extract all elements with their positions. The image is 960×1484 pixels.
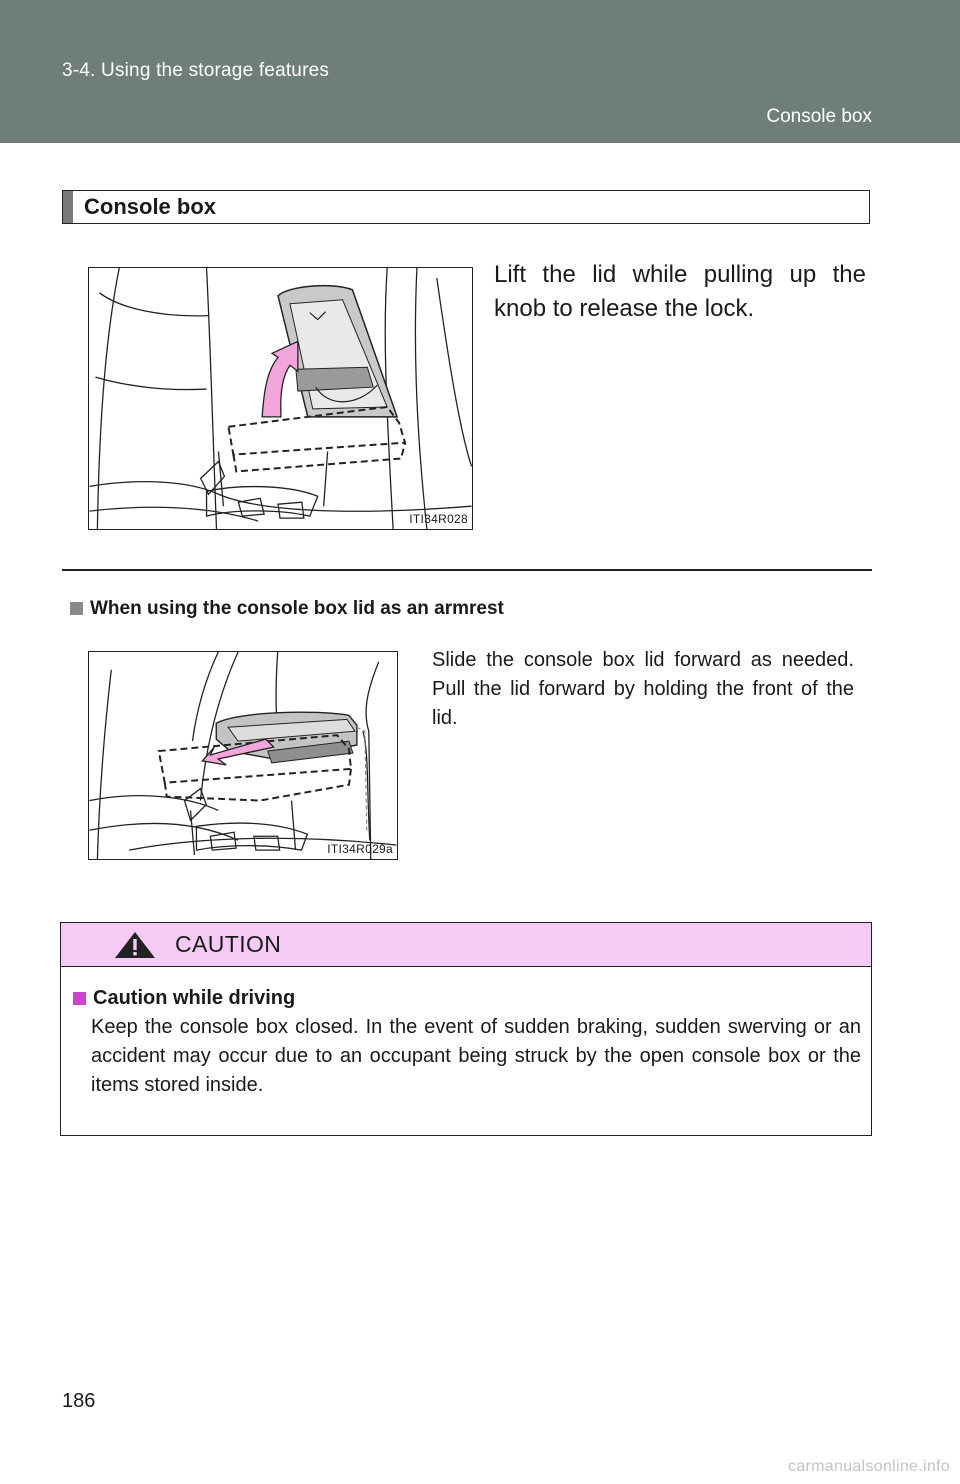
caution-subtitle-row: Caution while driving — [73, 987, 295, 1010]
figure-code: ITI34R028 — [409, 512, 468, 526]
figure-code: ITI34R029a — [327, 842, 393, 856]
section-title-bar: Console box — [62, 190, 870, 224]
chapter-title: 3-4. Using the storage features — [62, 60, 330, 81]
figure-armrest-slide: ITI34R029a — [88, 651, 398, 860]
caution-header: CAUTION — [61, 923, 871, 967]
section-name: Console box — [766, 106, 872, 127]
page-header: 3-4. Using the storage features Console … — [0, 0, 960, 143]
figure-console-lid-open: ITI34R028 — [88, 267, 473, 530]
armrest-slide-illustration — [89, 652, 397, 859]
square-bullet-icon — [73, 992, 86, 1005]
subsection-heading: When using the console box lid as an arm… — [70, 598, 504, 620]
warning-triangle-icon — [115, 932, 155, 958]
divider — [62, 569, 872, 571]
section-title: Console box — [84, 194, 217, 219]
caution-box: CAUTION Caution while driving Keep the c… — [60, 922, 872, 1136]
instruction-lift-lid: Lift the lid while pulling up the knob t… — [494, 261, 866, 322]
caution-title: CAUTION — [175, 931, 282, 957]
console-lid-open-illustration — [89, 268, 472, 529]
instruction-slide-lid: Slide the console box lid forward as nee… — [432, 649, 854, 729]
subsection-title: When using the console box lid as an arm… — [90, 598, 504, 619]
caution-body: Keep the console box closed. In the even… — [91, 1016, 861, 1096]
watermark: carmanualsonline.info — [788, 1458, 950, 1475]
caution-subtitle: Caution while driving — [93, 987, 296, 1009]
square-bullet-icon — [70, 602, 83, 615]
title-marker — [63, 191, 73, 223]
page-number: 186 — [62, 1390, 96, 1412]
